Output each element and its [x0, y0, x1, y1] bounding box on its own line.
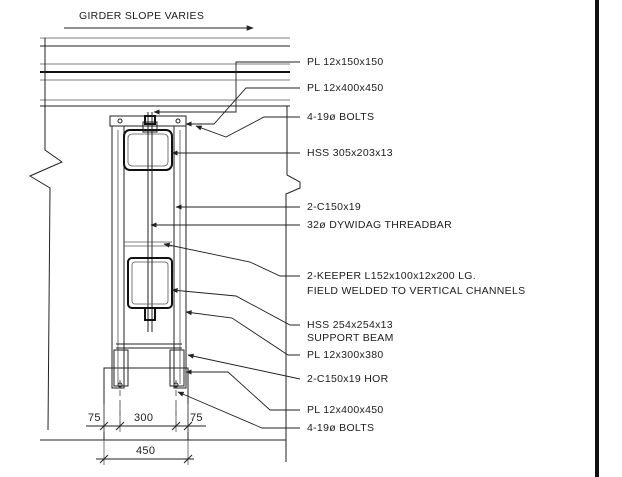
left-vertical-channel — [111, 125, 125, 389]
callout-pl-12x300x380: PL 12x300x380 — [307, 349, 384, 361]
girder-elevation — [40, 37, 290, 107]
dimension-string-bolt-spacing: 75 300 75 — [86, 404, 206, 432]
side-plate-left — [113, 349, 129, 387]
callout-c150-vertical: 2-C150x19 — [307, 201, 361, 213]
bolt-hole — [117, 118, 123, 124]
dim-overall-width: 450 — [136, 445, 155, 457]
dimension-string-overall: 450 — [96, 440, 194, 465]
callout-labels: PL 12x150x150 PL 12x400x450 4-19ø BOLTS … — [307, 56, 525, 434]
side-plate-right — [169, 349, 185, 387]
callout-leaders — [150, 61, 301, 429]
callout-c150-horizontal: 2-C150x19 HOR — [307, 373, 389, 385]
callout-pl-12x400x450-bottom: PL 12x400x450 — [307, 404, 384, 416]
callout-pl-12x400x450-top: PL 12x400x450 — [307, 82, 384, 94]
threadbar-nut — [144, 115, 156, 125]
girder-slope-note: GIRDER SLOPE VARIES — [64, 10, 254, 31]
callout-bolts-top: 4-19ø BOLTS — [307, 111, 374, 123]
dim-right-edge: 75 — [190, 412, 203, 424]
right-vertical-channel — [173, 125, 187, 389]
dim-bolt-spacing: 300 — [134, 412, 153, 424]
bolt-hole — [175, 118, 181, 124]
support-assembly — [103, 112, 189, 441]
callout-hss-305: HSS 305x203x13 — [307, 147, 393, 159]
left-pier-outline — [28, 38, 64, 431]
callout-keeper-angle: 2-KEEPER L152x100x12x200 LG. — [307, 270, 476, 282]
support-beam-hss — [127, 257, 173, 309]
callout-bolts-bottom: 4-19ø BOLTS — [307, 422, 374, 434]
callout-threadbar: 32ø DYWIDAG THREADBAR — [307, 219, 452, 231]
dim-left-edge: 75 — [88, 412, 101, 424]
callout-hss-254: HSS 254x254x13 — [307, 319, 393, 331]
callout-pl-12x150x150: PL 12x150x150 — [307, 56, 384, 68]
right-pier-outline — [285, 106, 301, 462]
callout-support-beam: SUPPORT BEAM — [307, 332, 394, 344]
lower-nut — [144, 307, 156, 321]
top-small-plate — [142, 121, 158, 133]
callout-field-welded: FIELD WELDED TO VERTICAL CHANNELS — [307, 285, 525, 297]
girder-slope-label: GIRDER SLOPE VARIES — [79, 10, 204, 22]
